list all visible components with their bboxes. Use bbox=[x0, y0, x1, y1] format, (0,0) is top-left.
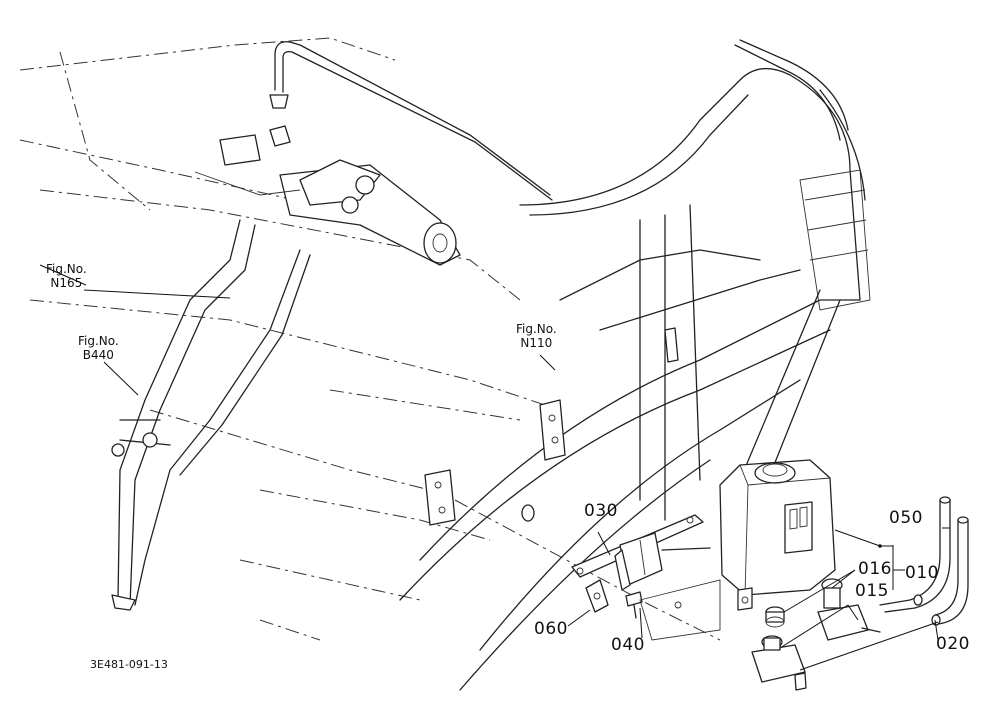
fig-ref-label: Fig.No. bbox=[78, 334, 119, 348]
support-plate bbox=[639, 579, 721, 641]
fig-ref-n165: Fig.No. N165 bbox=[46, 262, 87, 290]
part-label-030: 030 bbox=[584, 501, 618, 521]
part-label-040: 040 bbox=[611, 635, 645, 655]
fig-ref-number: N165 bbox=[50, 276, 83, 290]
fig-ref-b440: Fig.No. B440 bbox=[78, 334, 119, 362]
fig-ref-n110: Fig.No. N110 bbox=[516, 322, 557, 350]
grommet-016 bbox=[765, 606, 785, 628]
fig-ref-number: B440 bbox=[82, 348, 114, 362]
leader-lines bbox=[39, 264, 950, 671]
part-label-020: 020 bbox=[936, 634, 970, 654]
mount-plates bbox=[424, 327, 679, 526]
wiper-arm-and-blade bbox=[111, 219, 311, 611]
part-label-016: 016 bbox=[858, 559, 892, 579]
clip-060 bbox=[585, 579, 609, 613]
hose-020 bbox=[931, 516, 969, 626]
hose-050 bbox=[879, 496, 951, 613]
washer-pump-015-lower bbox=[751, 635, 807, 691]
part-label-015: 015 bbox=[855, 581, 889, 601]
part-label-050: 050 bbox=[889, 508, 923, 528]
phantom-cab-outline bbox=[19, 37, 721, 641]
fig-ref-label: Fig.No. bbox=[46, 262, 87, 276]
fig-ref-number: N110 bbox=[520, 336, 553, 350]
washer-tank-010 bbox=[719, 459, 836, 611]
drawing-code: 3E481-091-13 bbox=[90, 658, 168, 671]
fig-ref-label: Fig.No. bbox=[516, 322, 557, 336]
part-label-010: 010 bbox=[905, 563, 939, 583]
washer-pump-015-upper bbox=[817, 578, 881, 641]
part-label-060: 060 bbox=[534, 619, 568, 639]
bolt-040 bbox=[625, 591, 643, 619]
wiper-motor-assembly bbox=[194, 125, 461, 266]
washer-hose bbox=[269, 39, 849, 201]
bracket-030 bbox=[571, 514, 711, 591]
cab-frame bbox=[399, 68, 871, 691]
